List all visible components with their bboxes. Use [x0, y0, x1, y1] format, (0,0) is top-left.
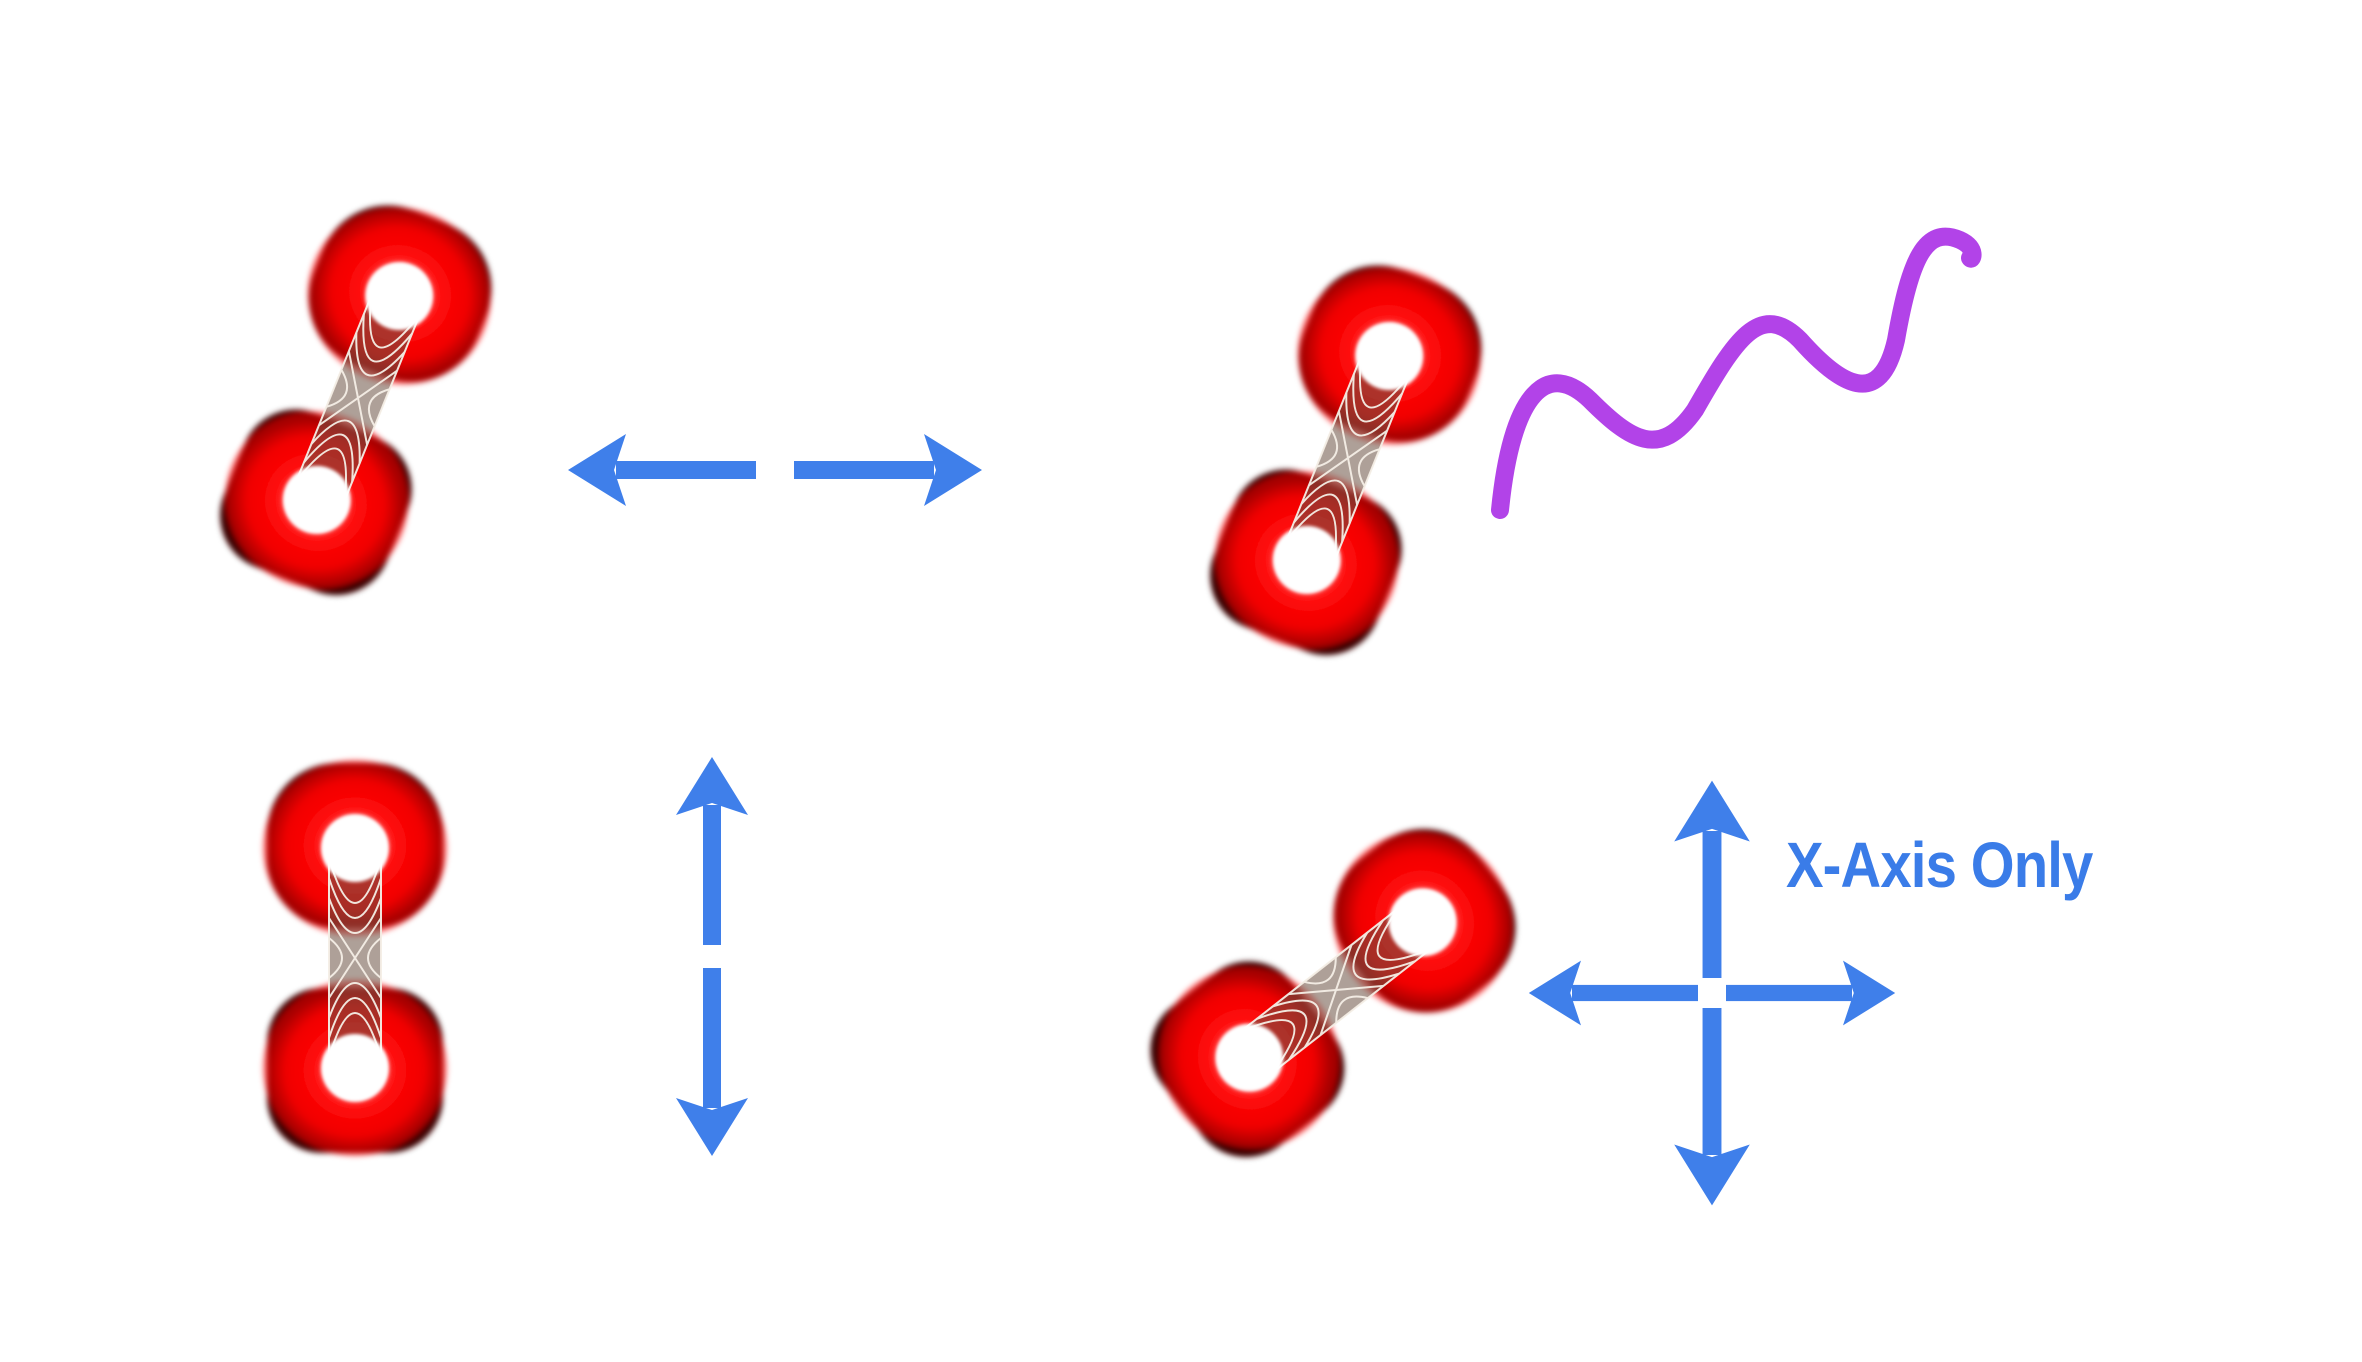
molecule-horizontal-panel [199, 180, 982, 616]
diatomic-molecule-icon [1123, 796, 1548, 1185]
left-right-arrows-icon [568, 434, 982, 506]
molecule-vertical-panel [263, 757, 748, 1156]
x-axis-only-label: X-Axis Only [1786, 829, 2093, 901]
wavy-line-icon [1491, 227, 1982, 519]
diatomic-molecule-icon [1189, 240, 1508, 676]
molecule-wave-panel [1189, 227, 1982, 676]
diatomic-molecule-icon [263, 760, 447, 1156]
molecule-four-way-panel [1123, 780, 1896, 1206]
diatomic-molecule-icon [199, 180, 518, 616]
up-down-arrows-icon [676, 757, 748, 1156]
